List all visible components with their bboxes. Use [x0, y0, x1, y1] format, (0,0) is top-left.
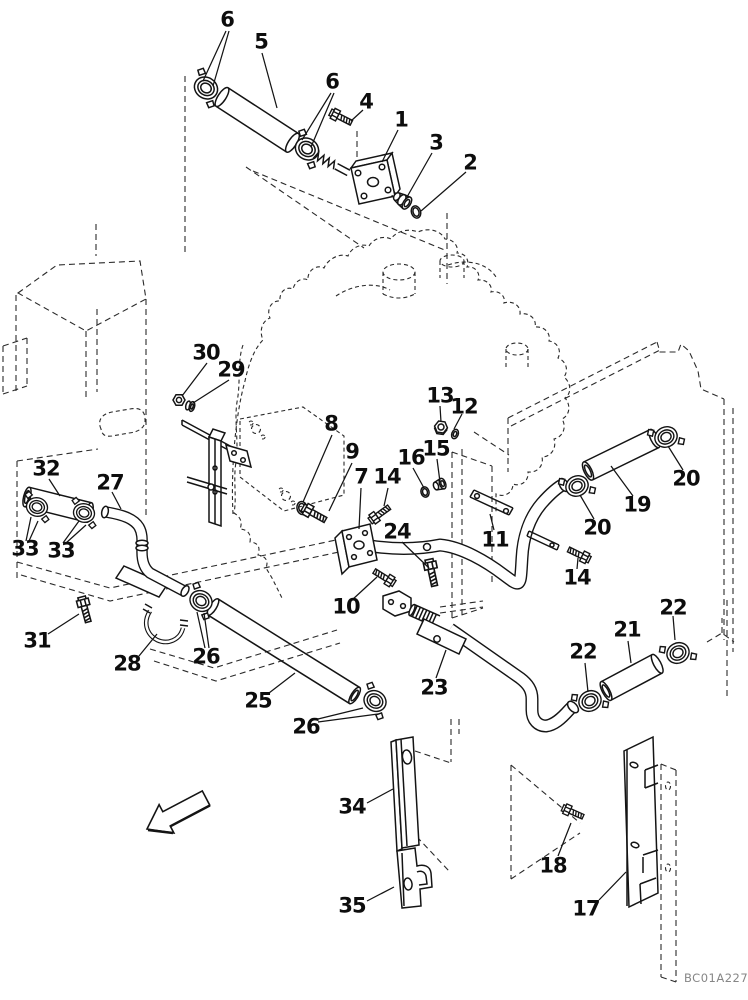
frame-rails-outline — [16, 539, 341, 682]
bracket-34 — [390, 736, 420, 853]
plate-17 — [623, 735, 659, 909]
engine-outline — [231, 229, 571, 515]
tube-5 — [214, 86, 301, 153]
nut-13 — [433, 420, 449, 436]
washer-29 — [184, 400, 196, 413]
nut-30 — [172, 394, 186, 406]
block-7 — [334, 523, 378, 576]
bolt-14-left — [366, 502, 394, 527]
support-post-outline — [439, 449, 493, 620]
control-valve-outline — [239, 406, 345, 512]
pipe-upper — [370, 477, 570, 590]
bolt-24 — [421, 557, 442, 588]
pipe-27 — [100, 505, 190, 598]
rear-plate-outline — [660, 763, 677, 983]
bracket-23 — [416, 617, 467, 656]
pipe-25 — [206, 597, 362, 705]
washer-12 — [450, 428, 460, 440]
screw-18 — [559, 802, 586, 823]
bracket-35 — [396, 847, 433, 909]
direction-arrow-icon — [145, 789, 211, 835]
flange-block-1 — [349, 151, 401, 205]
mount-block — [382, 590, 412, 617]
mounting-plane-outline — [95, 76, 448, 284]
screw-10 — [370, 565, 398, 589]
o-ring-2 — [410, 205, 422, 219]
bar-14 — [526, 530, 560, 551]
tank-outline — [473, 341, 735, 697]
machine-body-outline — [2, 260, 283, 599]
mounting-bracket — [181, 419, 253, 528]
bracket-11 — [469, 489, 514, 516]
screw-4 — [327, 106, 355, 129]
clamp-22-right — [656, 632, 700, 674]
hose-21 — [599, 653, 664, 702]
clamp-26-right — [353, 679, 397, 723]
lower-frame-outline — [402, 719, 581, 880]
plug-15 — [432, 477, 447, 491]
plug-3 — [391, 191, 413, 210]
bolt-31 — [74, 594, 95, 625]
o-ring-16 — [420, 486, 430, 498]
drawing-code: BC01A227 — [684, 971, 748, 985]
u-bolt-28 — [142, 603, 189, 645]
bolt-14-right — [565, 543, 593, 566]
pipe-lower — [446, 623, 580, 733]
spring-coupling — [312, 150, 351, 177]
leader-lines — [25, 30, 684, 902]
plug-9 — [299, 501, 330, 527]
